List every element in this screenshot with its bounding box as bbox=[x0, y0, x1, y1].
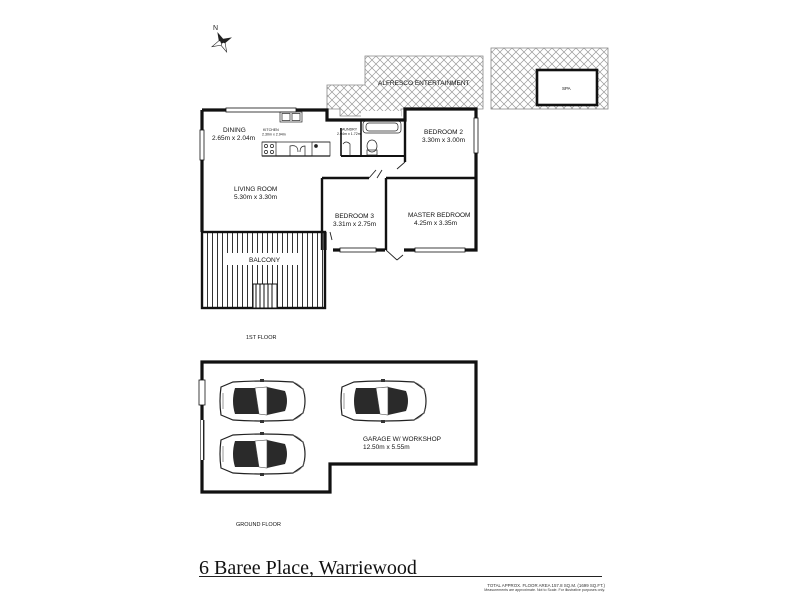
ground-floor-label: GROUND FLOOR bbox=[236, 522, 281, 528]
kitchen-fixtures bbox=[261, 111, 331, 157]
garage-size: 12.50m x 5.55m bbox=[363, 444, 410, 451]
living-size: 5.30m x 3.30m bbox=[234, 194, 277, 201]
bedroom2-name: BEDROOM 2 bbox=[424, 129, 463, 136]
disclaimer: Measurements are approximate. Not to Sca… bbox=[484, 588, 605, 592]
bedroom2-size: 3.30m x 3.00m bbox=[422, 137, 465, 144]
spa-label: SPA bbox=[562, 86, 571, 91]
laundry-fixtures bbox=[342, 120, 402, 156]
master-size: 4.25m x 3.35m bbox=[414, 220, 457, 227]
balcony-deck: BALCONY bbox=[200, 230, 327, 310]
car-icon bbox=[219, 378, 306, 424]
laundry-size: 2.04m x 1.72m bbox=[337, 132, 361, 136]
laundry-name: LAUNDRY bbox=[340, 128, 358, 132]
car-icon bbox=[219, 431, 306, 477]
north-label: N bbox=[213, 25, 218, 32]
spa-pool bbox=[535, 68, 599, 107]
bedroom3-size: 3.31m x 2.75m bbox=[333, 221, 376, 228]
first-floor-label: 1ST FLOOR bbox=[246, 335, 276, 341]
car-icon bbox=[340, 378, 427, 424]
windows bbox=[199, 107, 479, 253]
spa-area: SPA bbox=[490, 47, 609, 110]
balcony-stairs bbox=[252, 283, 278, 309]
address-underline bbox=[199, 576, 602, 577]
compass-icon: N bbox=[211, 25, 232, 53]
doors bbox=[329, 161, 406, 261]
master-name: MASTER BEDROOM bbox=[408, 212, 470, 219]
balcony-label: BALCONY bbox=[249, 257, 281, 264]
garage-name: GARAGE W/ WORKSHOP bbox=[363, 436, 441, 443]
area-note: TOTAL APPROX. FLOOR AREA 157.8 SQ.M. (16… bbox=[487, 583, 605, 588]
footnote: TOTAL APPROX. FLOOR AREA 157.8 SQ.M. (16… bbox=[480, 583, 605, 593]
dining-name: DINING bbox=[223, 127, 246, 134]
garage: GARAGE W/ WORKSHOP 12.50m x 5.55m bbox=[198, 360, 478, 494]
property-address: 6 Baree Place, Warriewood bbox=[199, 557, 417, 579]
living-name: LIVING ROOM bbox=[234, 186, 277, 193]
dining-size: 2.65m x 2.04m bbox=[212, 135, 255, 142]
alfresco-area: ALFRESCO ENTERTAINMENT bbox=[326, 55, 484, 119]
alfresco-label: ALFRESCO ENTERTAINMENT bbox=[378, 80, 470, 87]
room-labels: DINING 2.65m x 2.04m KITCHEN 2.30m x 2.9… bbox=[212, 127, 470, 228]
kitchen-name: KITCHEN bbox=[263, 128, 279, 132]
kitchen-size: 2.30m x 2.94m bbox=[262, 133, 286, 137]
bedroom3-name: BEDROOM 3 bbox=[335, 213, 374, 220]
